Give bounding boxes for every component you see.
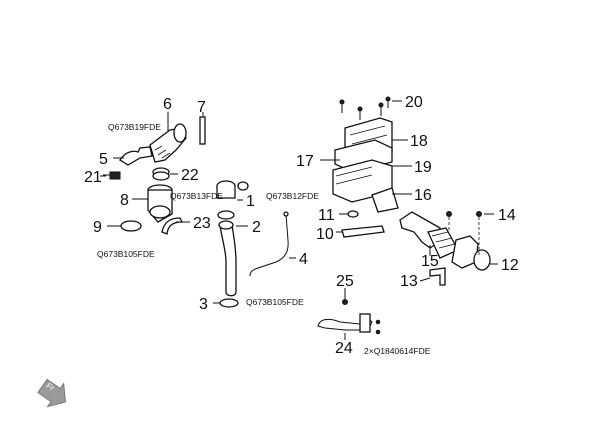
code-9: Q673B105FDE bbox=[97, 249, 155, 259]
part-20-screws bbox=[339, 96, 391, 120]
callout-8: 8 bbox=[120, 192, 129, 209]
code-6: Q673B19FDE bbox=[108, 122, 161, 132]
callout-17: 17 bbox=[296, 153, 314, 170]
part-1-fitting bbox=[216, 180, 249, 199]
callout-11: 11 bbox=[318, 207, 335, 224]
part-24-bracket bbox=[317, 313, 381, 335]
part-5-small-hose bbox=[119, 146, 153, 166]
part-10-bracket bbox=[341, 225, 385, 238]
callout-3: 3 bbox=[199, 296, 208, 313]
code-24: 2×Q1840614FDE bbox=[364, 346, 431, 356]
front-arrow-icon: Fr bbox=[37, 378, 67, 408]
callout-15: 15 bbox=[421, 253, 439, 270]
leader-lines bbox=[100, 100, 498, 340]
code-3: Q673B105FDE bbox=[246, 297, 304, 307]
callout-14: 14 bbox=[498, 207, 516, 224]
part-15-intake-duct bbox=[399, 211, 459, 259]
part-9-clamp bbox=[120, 220, 142, 232]
part-3-clamp bbox=[219, 298, 239, 308]
callout-24: 24 bbox=[335, 340, 353, 357]
part-12-resonator bbox=[451, 235, 491, 271]
callout-9: 9 bbox=[93, 219, 102, 236]
callout-23: 23 bbox=[193, 215, 211, 232]
callout-13: 13 bbox=[400, 273, 418, 290]
callout-22: 22 bbox=[181, 167, 199, 184]
part-14-screw bbox=[446, 211, 482, 255]
callout-1: 1 bbox=[246, 193, 255, 210]
part-13-bracket bbox=[429, 267, 446, 286]
callout-6: 6 bbox=[163, 96, 172, 113]
part-2-intake-hose bbox=[217, 210, 237, 297]
callout-4: 4 bbox=[299, 251, 308, 268]
part-23-hose bbox=[161, 217, 184, 235]
part-6-hose-elbow bbox=[149, 123, 187, 163]
part-8-throttle-body bbox=[147, 184, 173, 223]
callout-25: 25 bbox=[336, 273, 354, 290]
callout-10: 10 bbox=[316, 226, 334, 243]
callout-5: 5 bbox=[99, 151, 108, 168]
part-25-bolt bbox=[342, 299, 348, 305]
part-11-grommet bbox=[347, 210, 359, 218]
callout-12: 12 bbox=[501, 257, 519, 274]
callout-16: 16 bbox=[414, 187, 432, 204]
part-4-tube bbox=[249, 211, 289, 277]
code-8: Q673B13FDE bbox=[170, 191, 223, 201]
callout-18: 18 bbox=[410, 133, 428, 150]
code-4: Q673B12FDE bbox=[266, 191, 319, 201]
part-7-pin bbox=[199, 116, 206, 145]
callout-20: 20 bbox=[405, 94, 423, 111]
callout-19: 19 bbox=[414, 159, 432, 176]
part-21-screw bbox=[103, 171, 121, 180]
callout-7: 7 bbox=[197, 99, 206, 116]
front-arrow-label: Fr bbox=[44, 381, 56, 393]
part-22-ring bbox=[152, 167, 170, 181]
callout-2: 2 bbox=[252, 219, 261, 236]
callout-21: 21 bbox=[84, 169, 102, 186]
part-16-filter-housing bbox=[332, 159, 399, 213]
